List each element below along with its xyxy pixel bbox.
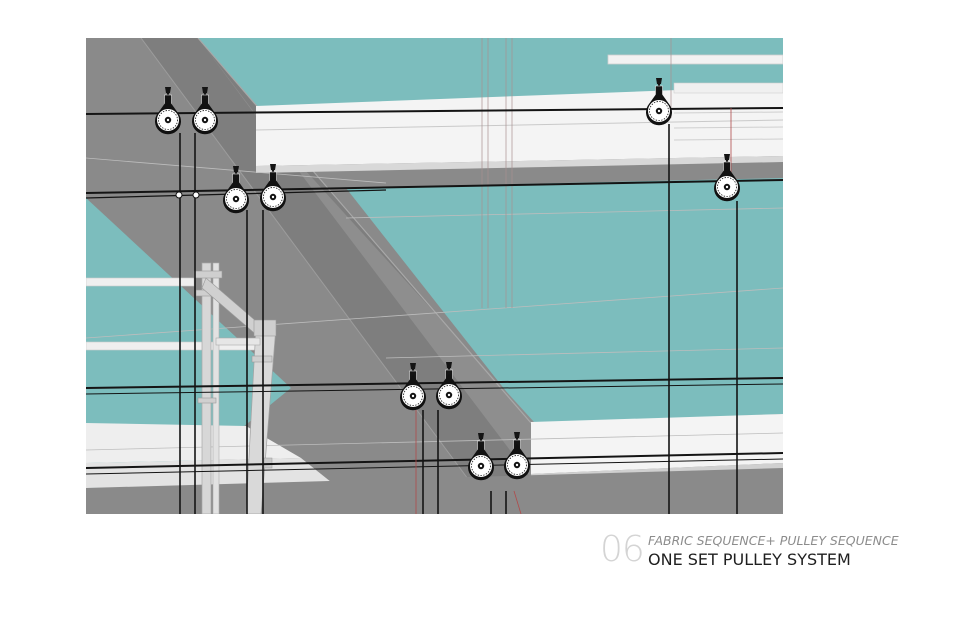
caption-title: ONE SET PULLEY SYSTEM: [648, 550, 851, 569]
caption-number: 06: [600, 529, 645, 570]
caption-subtitle: FABRIC SEQUENCE+ PULLEY SEQUENCE: [648, 533, 899, 548]
scaffold-structure: [193, 262, 277, 514]
pulley-system-render: [86, 38, 783, 514]
top-right-beam: [607, 54, 783, 65]
rope-horizontal-3: [86, 377, 783, 389]
lower-white-ledge: [531, 414, 783, 474]
rope-horizontal-2: [86, 179, 783, 194]
diagonal-beam: [141, 38, 531, 483]
figure-caption: 06 FABRIC SEQUENCE+ PULLEY SEQUENCE ONE …: [600, 530, 940, 574]
teal-area-middle: [346, 178, 783, 423]
rope-horizontal-4: [86, 452, 783, 469]
left-rail-upper: [86, 277, 195, 287]
